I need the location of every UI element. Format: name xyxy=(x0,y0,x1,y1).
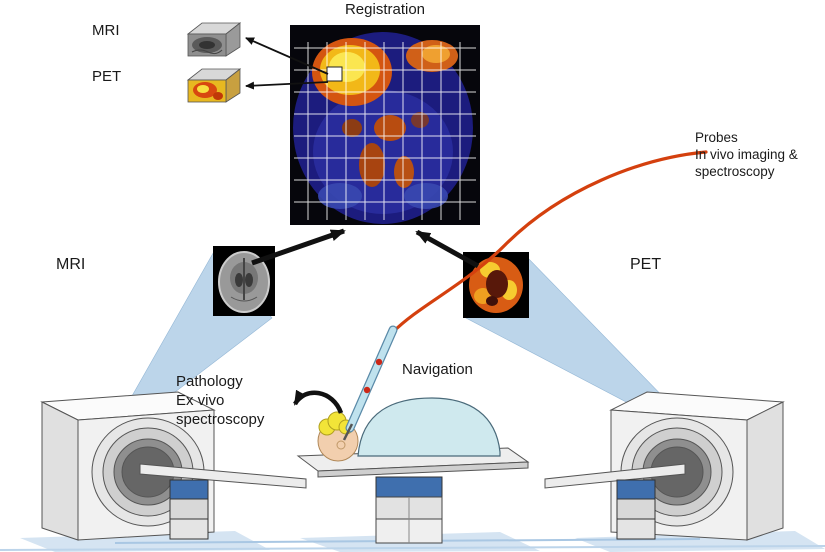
arrow-head-to-pathology xyxy=(293,389,344,414)
pathology-label-line2: Ex vivo xyxy=(176,392,225,409)
pet-cube-icon xyxy=(186,68,242,103)
arrow-mri-to-registration xyxy=(251,228,346,266)
pet-slice-label: PET xyxy=(92,68,122,85)
probe-cable xyxy=(391,150,708,334)
registration-brain-image xyxy=(290,25,480,225)
mri-scanner-bed xyxy=(139,463,307,489)
probes-label-line3: spectroscopy xyxy=(695,164,775,179)
pet-scanner-pedestal xyxy=(616,479,656,540)
probes-label-line1: Probes xyxy=(695,130,738,145)
mri-scanner-pedestal xyxy=(169,479,209,540)
arrow-registration-to-mri-cube xyxy=(245,37,329,75)
mri-cube-icon xyxy=(186,22,242,57)
probes-label: Probes In vivo imaging & spectroscopy xyxy=(695,129,798,180)
registration-roi-marker xyxy=(326,66,343,82)
arrow-pet-to-registration xyxy=(415,229,480,269)
mri-scanner-label: MRI xyxy=(56,256,86,273)
pet-scanner-bed xyxy=(544,463,686,489)
pathology-label-line3: spectroscopy xyxy=(176,411,265,428)
probes-label-line2: In vivo imaging & xyxy=(695,147,798,162)
pet-scanner-label: PET xyxy=(630,256,662,273)
patient-illustration xyxy=(317,397,501,462)
arrow-registration-to-pet-cube xyxy=(245,81,329,90)
operating-table-illustration xyxy=(296,447,530,544)
mri-slice-label: MRI xyxy=(92,22,120,39)
mri-brain-image xyxy=(213,246,275,316)
patient-ear xyxy=(336,440,346,450)
navigation-label: Navigation xyxy=(402,361,473,378)
registration-grid xyxy=(294,42,476,220)
pathology-label: Pathology Ex vivo spectroscopy xyxy=(176,372,264,429)
pathology-label-line1: Pathology xyxy=(176,373,243,390)
registration-label: Registration xyxy=(344,1,426,18)
navigation-probe xyxy=(342,325,398,441)
